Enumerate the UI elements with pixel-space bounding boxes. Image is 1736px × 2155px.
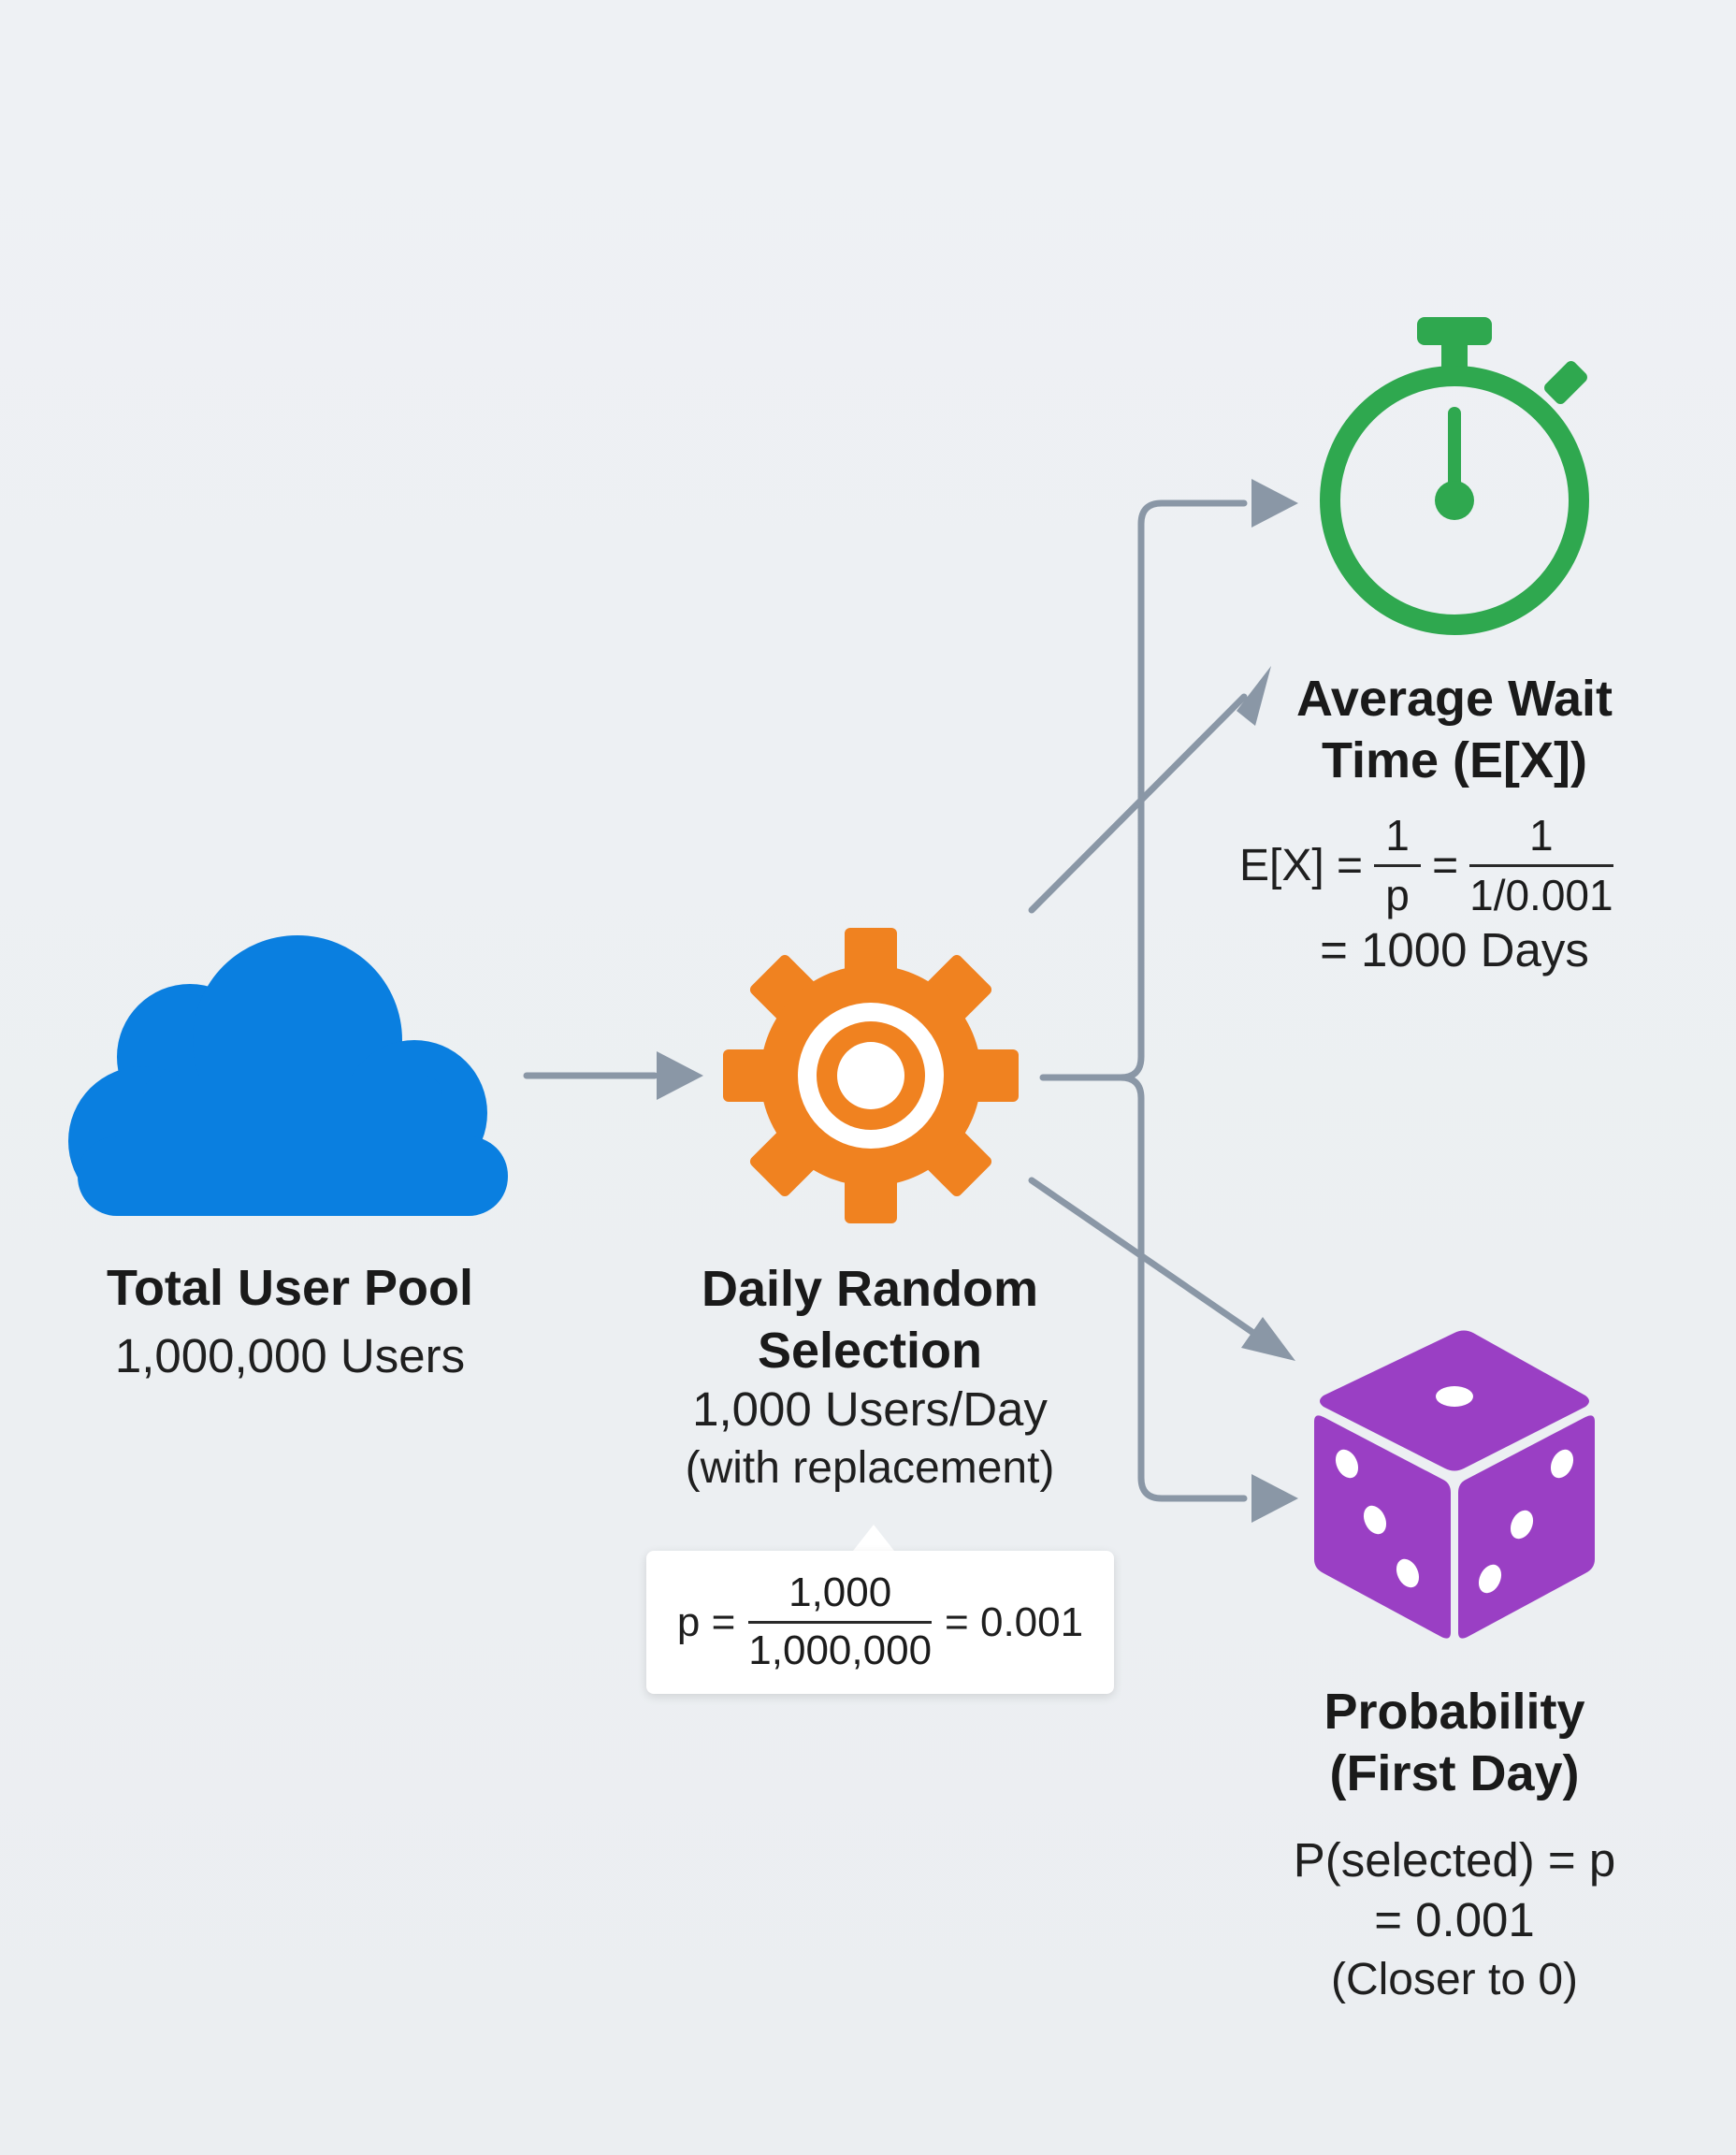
dice-icon bbox=[1314, 1330, 1595, 1639]
wait-time-title-line2: Time (E[X]) bbox=[1321, 732, 1588, 788]
wait-frac1-denominator: p bbox=[1385, 870, 1410, 919]
fraction-bar bbox=[1374, 863, 1422, 867]
wait-frac2-numerator: 1 bbox=[1529, 810, 1554, 860]
formula-p-numerator: 1,000 bbox=[788, 1569, 892, 1616]
selection-label-group: Daily Random Selection 1,000 Users/Day (… bbox=[636, 1258, 1104, 1497]
wait-formula-lhs: E[X] = bbox=[1239, 840, 1364, 890]
probability-note: (Closer to 0) bbox=[1330, 1955, 1579, 2004]
arrowheads bbox=[657, 479, 1298, 1523]
wait-formula-equals: = bbox=[1432, 840, 1459, 890]
formula-p-fraction: 1,000 1,000,000 bbox=[748, 1569, 933, 1674]
arrowhead-prob-lower bbox=[1251, 1474, 1298, 1523]
bracket-lower bbox=[1117, 1074, 1248, 1502]
connector-group bbox=[523, 499, 1257, 1502]
user-pool-count: 1,000,000 Users bbox=[114, 1329, 466, 1382]
arrow-diagonal-up bbox=[1028, 693, 1248, 914]
arrowhead-wait-diagonal bbox=[1237, 666, 1271, 726]
wait-time-formula: E[X] = 1 p = 1 1/0.001 bbox=[1239, 804, 1679, 926]
formula-p-result: = 0.001 bbox=[945, 1598, 1084, 1645]
user-pool-title: Total User Pool bbox=[106, 1260, 474, 1316]
formula-box-pointer bbox=[853, 1525, 894, 1551]
arrow-diagonal-down bbox=[1028, 1177, 1257, 1337]
selection-title-line2: Selection bbox=[757, 1323, 983, 1379]
fraction-bar bbox=[748, 1621, 933, 1624]
probability-formula-line2: = 0.001 bbox=[1374, 1893, 1535, 1946]
probability-formula-line1: P(selected) = p bbox=[1293, 1833, 1616, 1887]
stopwatch-icon bbox=[1320, 317, 1589, 635]
probability-label-group: Probability (First Day) P(selected) = p … bbox=[1221, 1681, 1688, 2010]
gear-icon bbox=[723, 928, 1019, 1223]
selection-note: (with replacement) bbox=[685, 1443, 1055, 1493]
wait-frac1-numerator: 1 bbox=[1385, 810, 1410, 860]
formula-p-denominator: 1,000,000 bbox=[748, 1627, 933, 1673]
cloud-icon bbox=[68, 935, 508, 1216]
wait-time-label-group: Average Wait Time (E[X]) bbox=[1221, 668, 1688, 791]
arrowhead-wait-upper bbox=[1251, 479, 1298, 528]
selection-rate: 1,000 Users/Day bbox=[692, 1382, 1048, 1436]
bracket-upper bbox=[1117, 499, 1248, 1081]
fraction-bar bbox=[1469, 863, 1613, 867]
selection-probability-formula: p = 1,000 1,000,000 = 0.001 bbox=[646, 1551, 1114, 1694]
wait-frac2-denominator: 1/0.001 bbox=[1469, 870, 1613, 919]
user-pool-label-group: Total User Pool 1,000,000 Users bbox=[56, 1257, 524, 1386]
probability-title-line2: (First Day) bbox=[1329, 1745, 1580, 1801]
wait-formula-fraction2: 1 1/0.001 bbox=[1469, 811, 1613, 920]
arrowhead-prob-diagonal bbox=[1241, 1317, 1295, 1361]
selection-title-line1: Daily Random bbox=[701, 1261, 1039, 1317]
wait-time-result: = 1000 Days bbox=[1320, 923, 1589, 976]
arrowhead-selection bbox=[657, 1051, 703, 1100]
wait-time-title-line1: Average Wait bbox=[1295, 671, 1613, 727]
probability-title-line1: Probability bbox=[1324, 1684, 1585, 1740]
formula-p-lhs: p = bbox=[676, 1598, 736, 1645]
wait-formula-fraction1: 1 p bbox=[1374, 810, 1422, 920]
